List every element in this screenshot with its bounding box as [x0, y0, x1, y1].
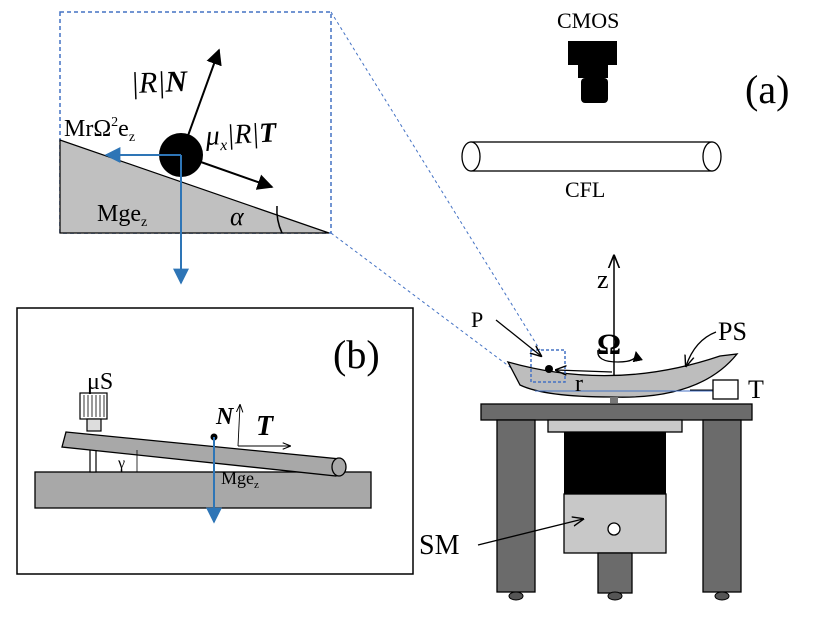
- label-b: (b): [333, 332, 380, 377]
- table-leg-right: [702, 419, 742, 593]
- omega-rotation-arrow: [597, 349, 643, 363]
- r-arrow: [556, 370, 613, 372]
- rod-end: [331, 457, 347, 477]
- camera-body: [568, 41, 617, 65]
- cfl-label: CFL: [565, 177, 605, 202]
- ps-pointer: [686, 331, 717, 366]
- camera-lens: [578, 65, 608, 78]
- sm-label: SM: [419, 530, 460, 561]
- normal-force-label: |R|N: [130, 65, 189, 100]
- base-block: [34, 471, 372, 509]
- b-gravity-label: Mgez: [221, 468, 259, 491]
- screw-knurl: [83, 395, 105, 417]
- ps-label: PS: [718, 317, 747, 346]
- cmos-label: CMOS: [557, 8, 619, 33]
- zoom-inset: α |R|N MrΩ2ez μx|R|T Mgez: [59, 11, 332, 285]
- lamp-end-right: [702, 141, 722, 172]
- panel-b: (b) μS γ N T Mgez: [16, 307, 414, 575]
- cfl-lamp: CFL: [461, 141, 722, 202]
- screw-head: [79, 392, 108, 420]
- motor-flange: [547, 419, 683, 433]
- r-label: r: [575, 371, 583, 397]
- tilted-rod: [61, 431, 341, 477]
- foot-right: [714, 591, 730, 601]
- plate-dish: [506, 353, 739, 398]
- label-a: (a): [745, 67, 789, 112]
- b-normal-label: N: [215, 404, 235, 430]
- b-normal-arrow: [238, 405, 240, 447]
- foot-left: [508, 591, 524, 601]
- friction-force-label: μx|R|T: [204, 117, 279, 155]
- particle-dot: [545, 365, 553, 373]
- gravity-label: Mgez: [97, 201, 147, 230]
- motor-top: [564, 432, 666, 494]
- friction-force-arrow: [180, 154, 274, 190]
- lamp-end-left: [461, 141, 481, 172]
- motor-table: [480, 403, 753, 601]
- lamp-tube: [470, 141, 713, 172]
- omega-label: Ω: [597, 328, 621, 361]
- foot-center: [607, 591, 623, 601]
- alpha-arc: [276, 205, 283, 234]
- p-pointer: [495, 319, 541, 356]
- inclined-plane: [59, 139, 330, 234]
- alpha-label: α: [230, 202, 245, 231]
- table-top: [480, 403, 753, 421]
- table-leg-left: [496, 419, 536, 593]
- screw-cap: [86, 418, 102, 432]
- motor-base: [597, 552, 633, 594]
- sm-pointer: [477, 519, 583, 546]
- motor-hole: [607, 522, 621, 536]
- camera-tip: [581, 78, 608, 103]
- centrifugal-force-label: MrΩ2ez: [64, 115, 135, 145]
- b-tangent-label: T: [256, 411, 275, 442]
- zoom-line-top: [330, 11, 541, 351]
- thermometer: [712, 379, 739, 400]
- z-label: z: [597, 265, 609, 294]
- plate-axle: [610, 397, 618, 403]
- normal-force-arrow: [180, 48, 222, 156]
- p-label: P: [471, 307, 483, 332]
- cmos-camera: CMOS: [557, 8, 619, 103]
- t-label: T: [748, 375, 764, 404]
- screw-label: μS: [87, 369, 113, 395]
- gamma-label: γ: [117, 455, 125, 472]
